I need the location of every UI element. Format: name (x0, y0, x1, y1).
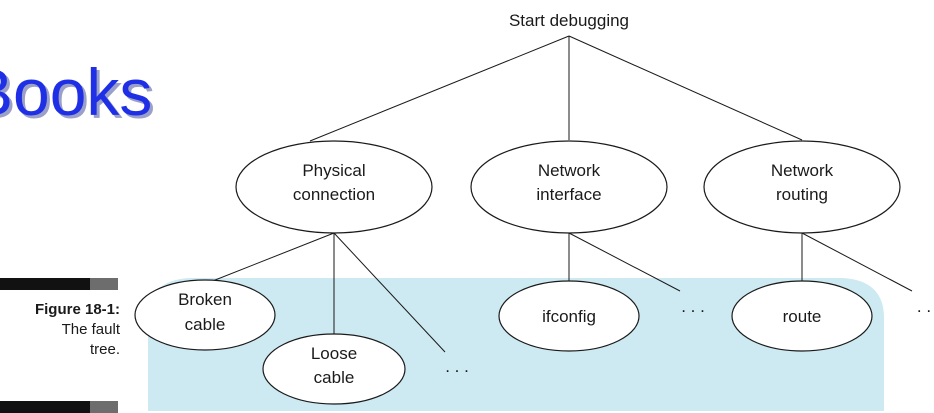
edge-physical-broken (204, 232, 335, 285)
ifconfig-label: ifconfig (542, 307, 596, 326)
node-physical-connection (235, 140, 433, 234)
node-network-interface (470, 140, 668, 234)
edge-interface-more (568, 232, 681, 292)
interface-more-ellipsis: . . . (681, 297, 705, 316)
caption-bottom-bar (0, 401, 90, 413)
caption-top-bar (0, 278, 90, 290)
physical-label-1: Physical (302, 161, 365, 180)
node-network-routing (703, 140, 901, 234)
node-ifconfig (498, 280, 640, 352)
node-broken-cable (134, 279, 276, 351)
routing-label-2: routing (776, 185, 828, 204)
routing-more-ellipsis: . . (917, 297, 931, 316)
physical-more-ellipsis: . . . (445, 357, 469, 376)
edge-routing-more (801, 232, 913, 292)
caption-bottom-bar-gray (90, 401, 118, 413)
loose-label-1: Loose (311, 344, 357, 363)
root-label: Start debugging (509, 11, 629, 30)
edge-physical-more (333, 232, 446, 353)
logo: Books (0, 55, 152, 129)
physical-label-2: connection (293, 185, 375, 204)
node-route (731, 280, 873, 352)
interface-label-2: interface (536, 185, 601, 204)
logo-shadow: Books (0, 58, 155, 132)
edge-root-physical (309, 35, 570, 142)
caption-title: Figure 18-1: (34, 301, 120, 318)
route-label: route (783, 307, 822, 326)
caption-top-bar-gray (90, 278, 118, 290)
loose-label-2: cable (314, 368, 355, 387)
node-loose-cable (262, 333, 406, 405)
caption-line-1: The fault (61, 321, 120, 338)
connectors (204, 35, 913, 353)
figure-caption: Figure 18-1: The fault tree. (0, 300, 120, 360)
broken-label-1: Broken (178, 290, 232, 309)
interface-label-1: Network (538, 161, 601, 180)
routing-label-1: Network (771, 161, 834, 180)
broken-label-2: cable (185, 315, 226, 334)
edge-root-routing (568, 35, 803, 141)
caption-line-2: tree. (89, 341, 120, 358)
